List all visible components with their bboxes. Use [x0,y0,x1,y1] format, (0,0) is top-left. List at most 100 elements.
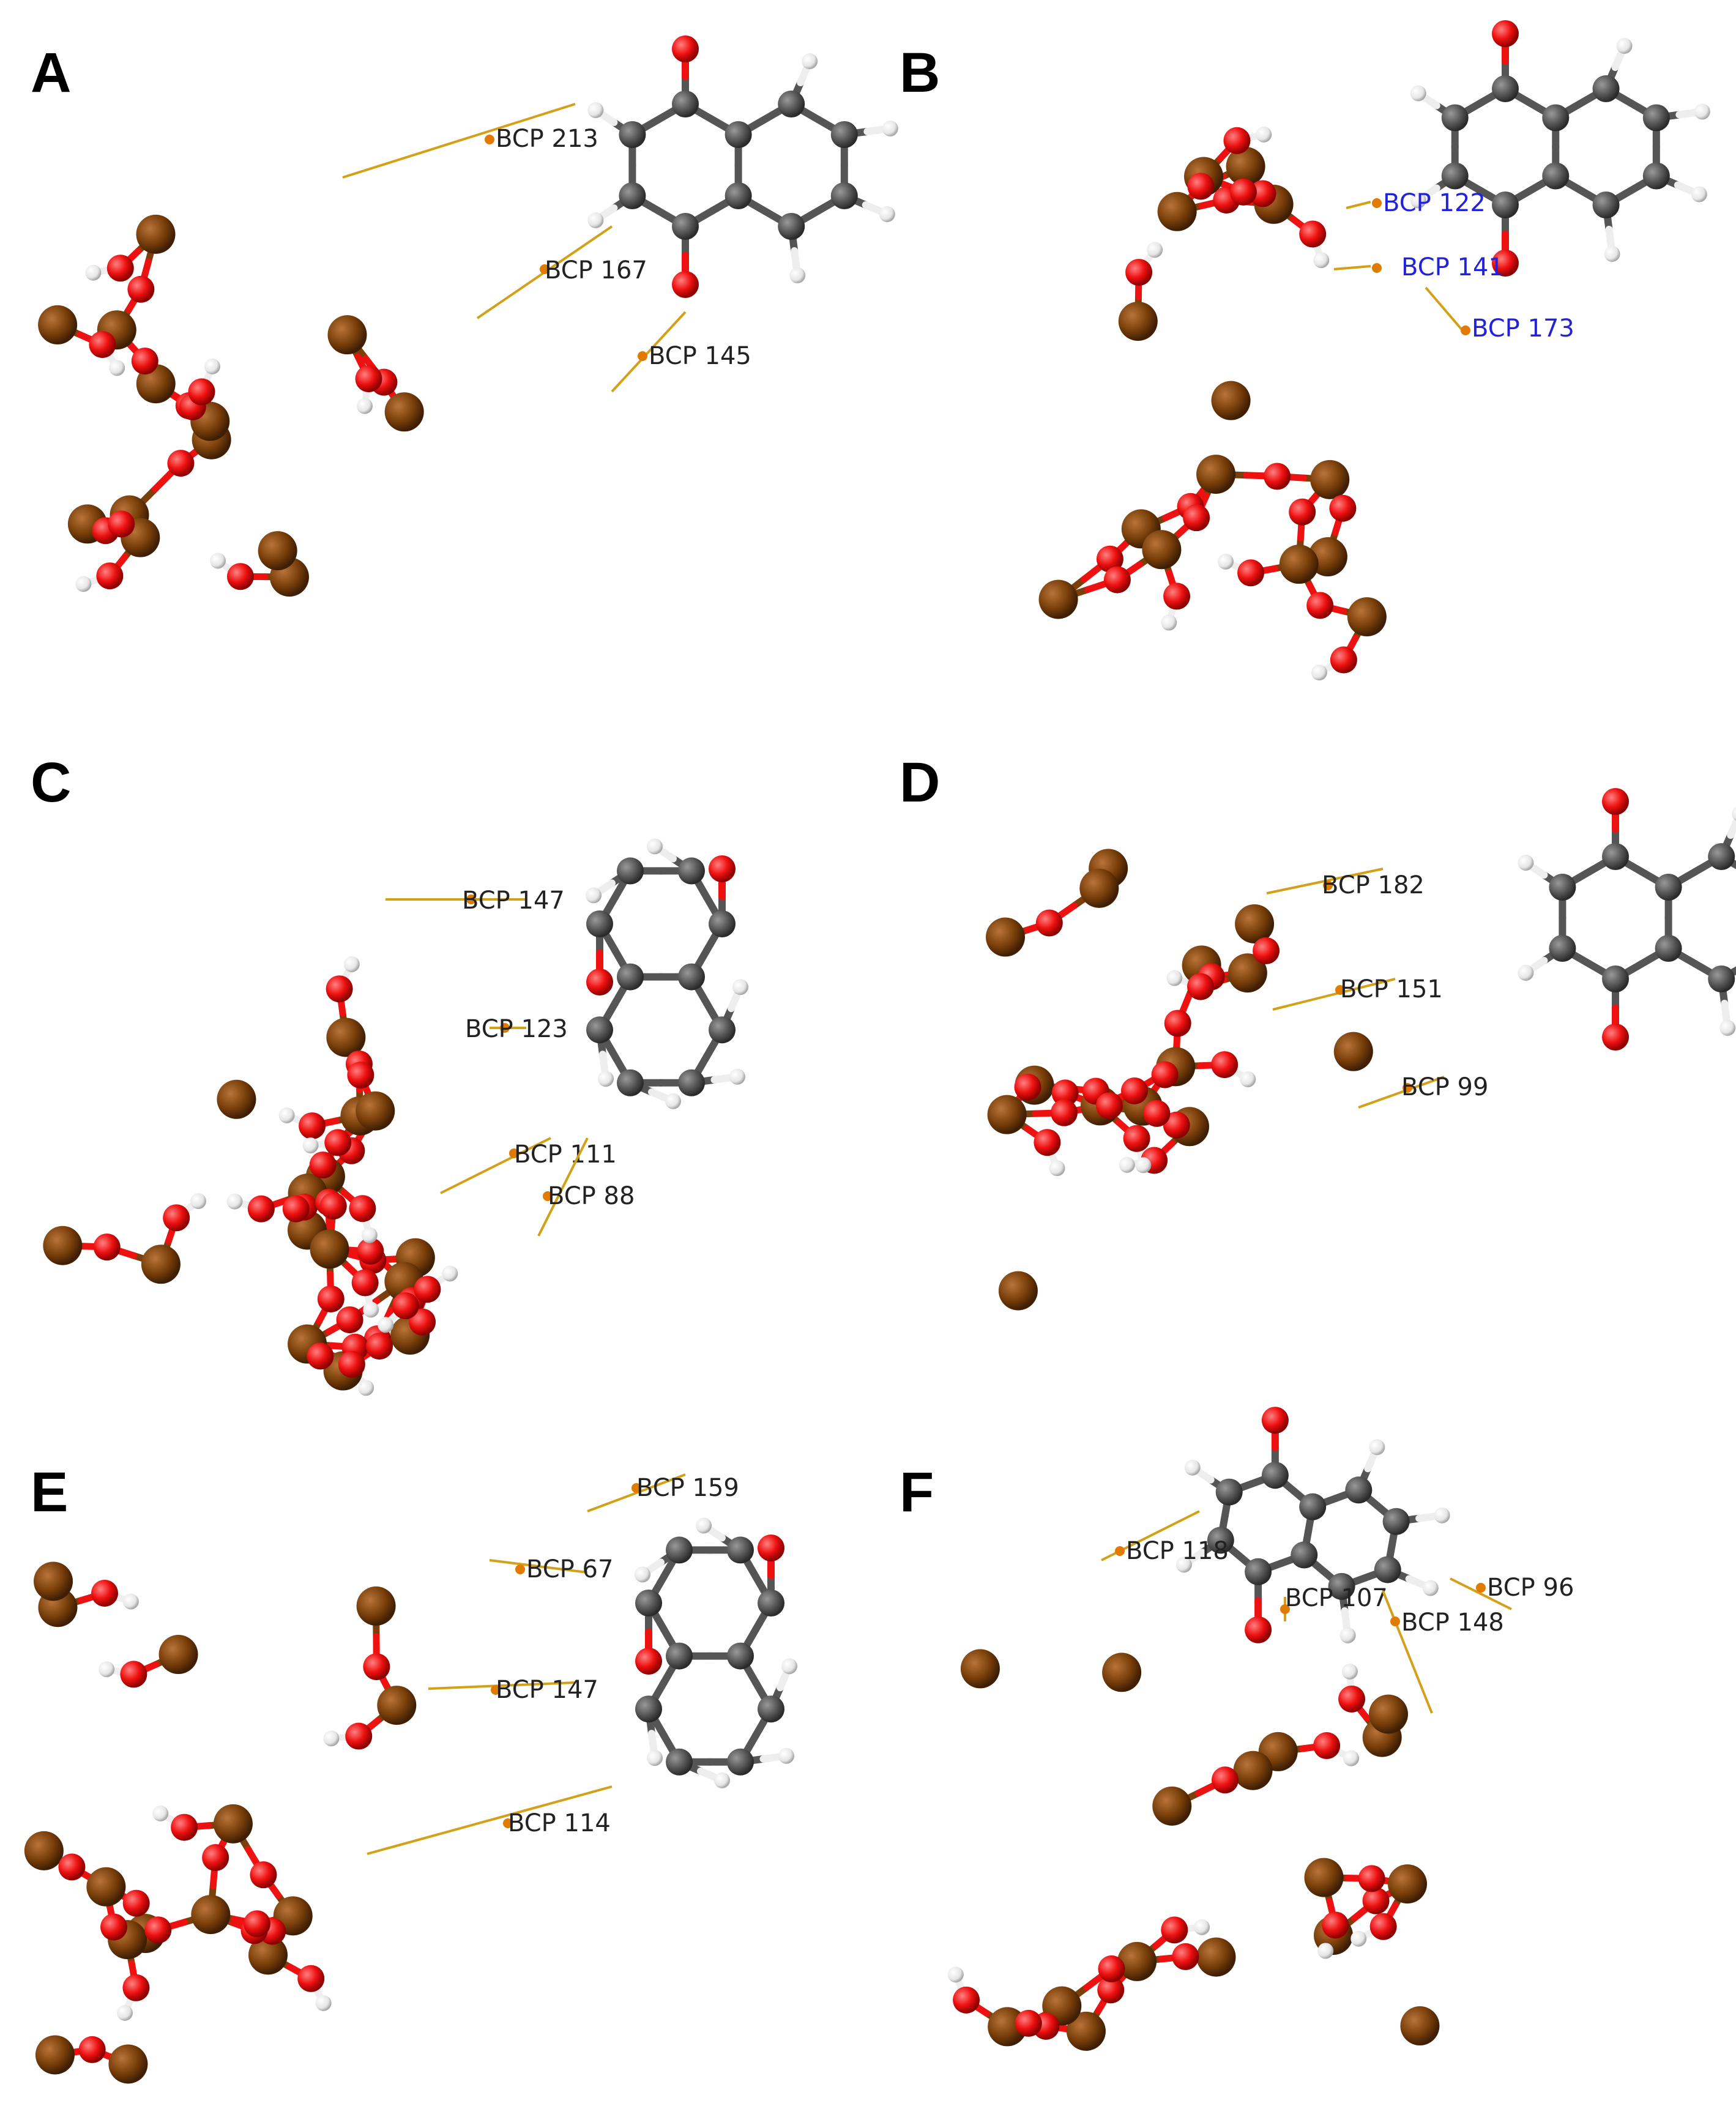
carbon-atom [1602,965,1629,992]
iron-atom [1066,2011,1106,2051]
oxygen-atom [351,1269,379,1297]
iron-atom [35,2035,75,2075]
iron-atom [136,214,176,254]
iron-atom [1157,192,1197,231]
carbon-atom [1708,965,1735,992]
carbon-atom [1382,1508,1410,1535]
hydrogen-atom [696,1517,712,1534]
carbon-atom [635,1590,662,1616]
bond-critical-point [631,1483,641,1493]
carbon-atom [1602,843,1629,870]
oxygen-atom [122,1974,150,2001]
oxygen-atom [1362,1887,1390,1914]
oxygen-atom [247,1195,275,1222]
iron-atom [1347,597,1387,637]
iron-atom [1310,459,1350,499]
iron-atom [1142,530,1182,570]
hydrogen-atom [1434,1507,1450,1523]
oxygen-atom [108,510,135,538]
iron-atom [1196,1937,1236,1977]
hydrogen-atom [1518,855,1534,871]
oxygen-atom [1313,1732,1341,1760]
hydrogen-atom [1119,1156,1135,1173]
bond-path [537,1137,589,1237]
oxygen-atom [1051,1079,1079,1107]
carbon-atom [617,1069,644,1096]
bond-path [342,103,576,179]
oxygen-atom [307,1342,334,1370]
hydrogen-atom [357,398,373,414]
carbon-atom [1328,1572,1355,1600]
oxygen-atom [127,275,155,303]
hydrogen-atom [1339,1627,1356,1643]
carbon-atom [666,1642,693,1670]
iron-atom [1117,1941,1157,1981]
bcp-label: BCP 123 [465,1015,568,1043]
carbon-atom [1215,1478,1243,1506]
hydrogen-atom [1049,1160,1065,1177]
hydrogen-atom [210,552,226,569]
hydrogen-atom [647,1750,663,1766]
oxygen-atom [1492,250,1519,277]
hydrogen-atom [152,1805,169,1821]
iron-atom [1211,381,1251,420]
bond-critical-point [543,1191,553,1201]
iron-atom [1233,1750,1273,1790]
oxygen-atom [1261,1407,1289,1434]
carbon-atom [672,213,699,240]
oxygen-atom [366,1333,393,1360]
oxygen-atom [317,1285,345,1312]
hydrogen-atom [1147,242,1163,258]
carbon-atom [1542,162,1570,190]
carbon-atom [678,1069,705,1096]
bond-critical-point [1115,1546,1125,1556]
oxygen-atom [1164,1010,1191,1037]
oxygen-atom [336,1306,363,1334]
bcp-label: BCP 88 [548,1182,635,1210]
carbon-atom [778,213,805,240]
carbon-atom [1549,935,1576,962]
oxygen-atom [1187,173,1215,200]
bond-critical-point [1372,198,1382,208]
iron-atom [191,1895,231,1935]
bond-path [1272,978,1396,1011]
bcp-label: BCP 159 [636,1474,739,1502]
bond-critical-point [509,1148,519,1158]
hydrogen-atom [343,956,360,972]
oxygen-atom [144,1916,172,1944]
oxygen-atom [250,1861,277,1889]
carbon-atom [1542,104,1570,132]
hydrogen-atom [1422,1580,1439,1596]
oxygen-atom [635,1648,662,1675]
oxygen-atom [1253,937,1280,964]
iron-atom [1038,579,1078,619]
hydrogen-atom [1616,38,1633,54]
oxygen-atom [93,1233,121,1261]
oxygen-atom [202,1844,229,1872]
carbon-atom [1708,843,1735,870]
iron-atom [1227,953,1267,993]
hydrogen-atom [75,576,92,592]
iron-atom [985,917,1025,957]
iron-atom [1279,545,1319,584]
oxygen-atom [1172,1943,1199,1970]
carbon-atom [1291,1541,1318,1569]
hydrogen-atom [302,1137,319,1154]
hydrogen-atom [1691,186,1707,203]
bcp-label: BCP 67 [526,1555,613,1583]
oxygen-atom [297,1965,325,1992]
bcp-label: BCP 118 [1126,1537,1229,1565]
bond-path [1382,1590,1433,1714]
carbon-atom [1655,935,1682,962]
carbon-atom [1374,1556,1401,1583]
carbon-atom [1642,104,1670,132]
oxygen-atom [1249,180,1276,207]
hydrogen-atom [278,1107,295,1123]
hydrogen-atom [117,2004,133,2021]
hydrogen-atom [778,1747,794,1764]
iron-atom [34,1561,73,1601]
bond-path [489,1559,588,1574]
iron-atom [998,1271,1038,1311]
